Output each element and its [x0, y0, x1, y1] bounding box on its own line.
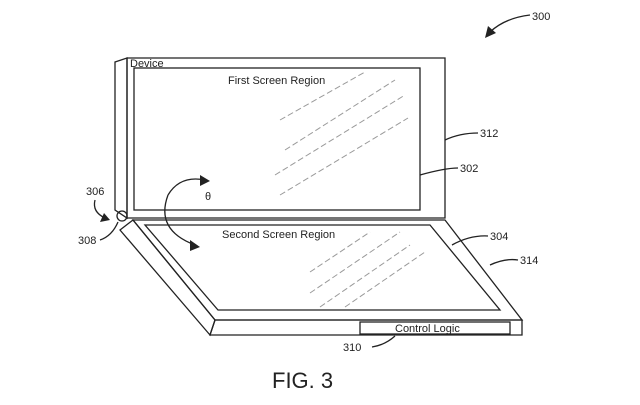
ref-308: 308	[78, 235, 96, 247]
second-screen-glare	[309, 231, 426, 308]
leader-302	[419, 167, 459, 176]
device-label: Device	[130, 58, 164, 70]
leader-312	[444, 132, 479, 141]
second-screen-region	[143, 224, 502, 311]
first-screen-region	[133, 67, 421, 211]
leader-300	[489, 14, 531, 33]
leader-314	[489, 258, 519, 266]
angle-arrowhead-top	[200, 175, 210, 186]
angle-arrowhead-bottom	[190, 240, 200, 251]
ref-310: 310	[343, 342, 361, 354]
first-screen-label: First Screen Region	[228, 75, 325, 87]
leader-310	[371, 335, 396, 348]
leader-306-arrowhead	[100, 213, 110, 222]
ref-312: 312	[480, 128, 498, 140]
hinge	[116, 210, 128, 222]
bottom-panel-left	[119, 219, 216, 337]
angle-arc-upper	[167, 178, 206, 196]
top-panel-side	[114, 57, 128, 220]
ref-304: 304	[490, 231, 508, 243]
first-screen-glare	[274, 71, 409, 196]
top-panel	[114, 57, 446, 220]
angle-indicator: θ	[164, 175, 211, 251]
ref-302: 302	[460, 163, 478, 175]
second-screen-label: Second Screen Region	[222, 229, 335, 241]
leader-300-arrowhead	[485, 26, 496, 38]
figure-caption: FIG. 3	[272, 368, 333, 393]
angle-arc-lower	[164, 194, 196, 246]
leader-304	[451, 235, 489, 246]
leader-308	[99, 221, 119, 241]
ref-314: 314	[520, 255, 538, 267]
control-logic-label: Control Logic	[395, 323, 460, 335]
leader-lines	[93, 14, 531, 348]
control-logic-box	[359, 321, 511, 335]
ref-300: 300	[532, 11, 550, 23]
angle-label: θ	[205, 191, 211, 203]
bottom-panel	[119, 219, 524, 337]
ref-306: 306	[86, 186, 104, 198]
